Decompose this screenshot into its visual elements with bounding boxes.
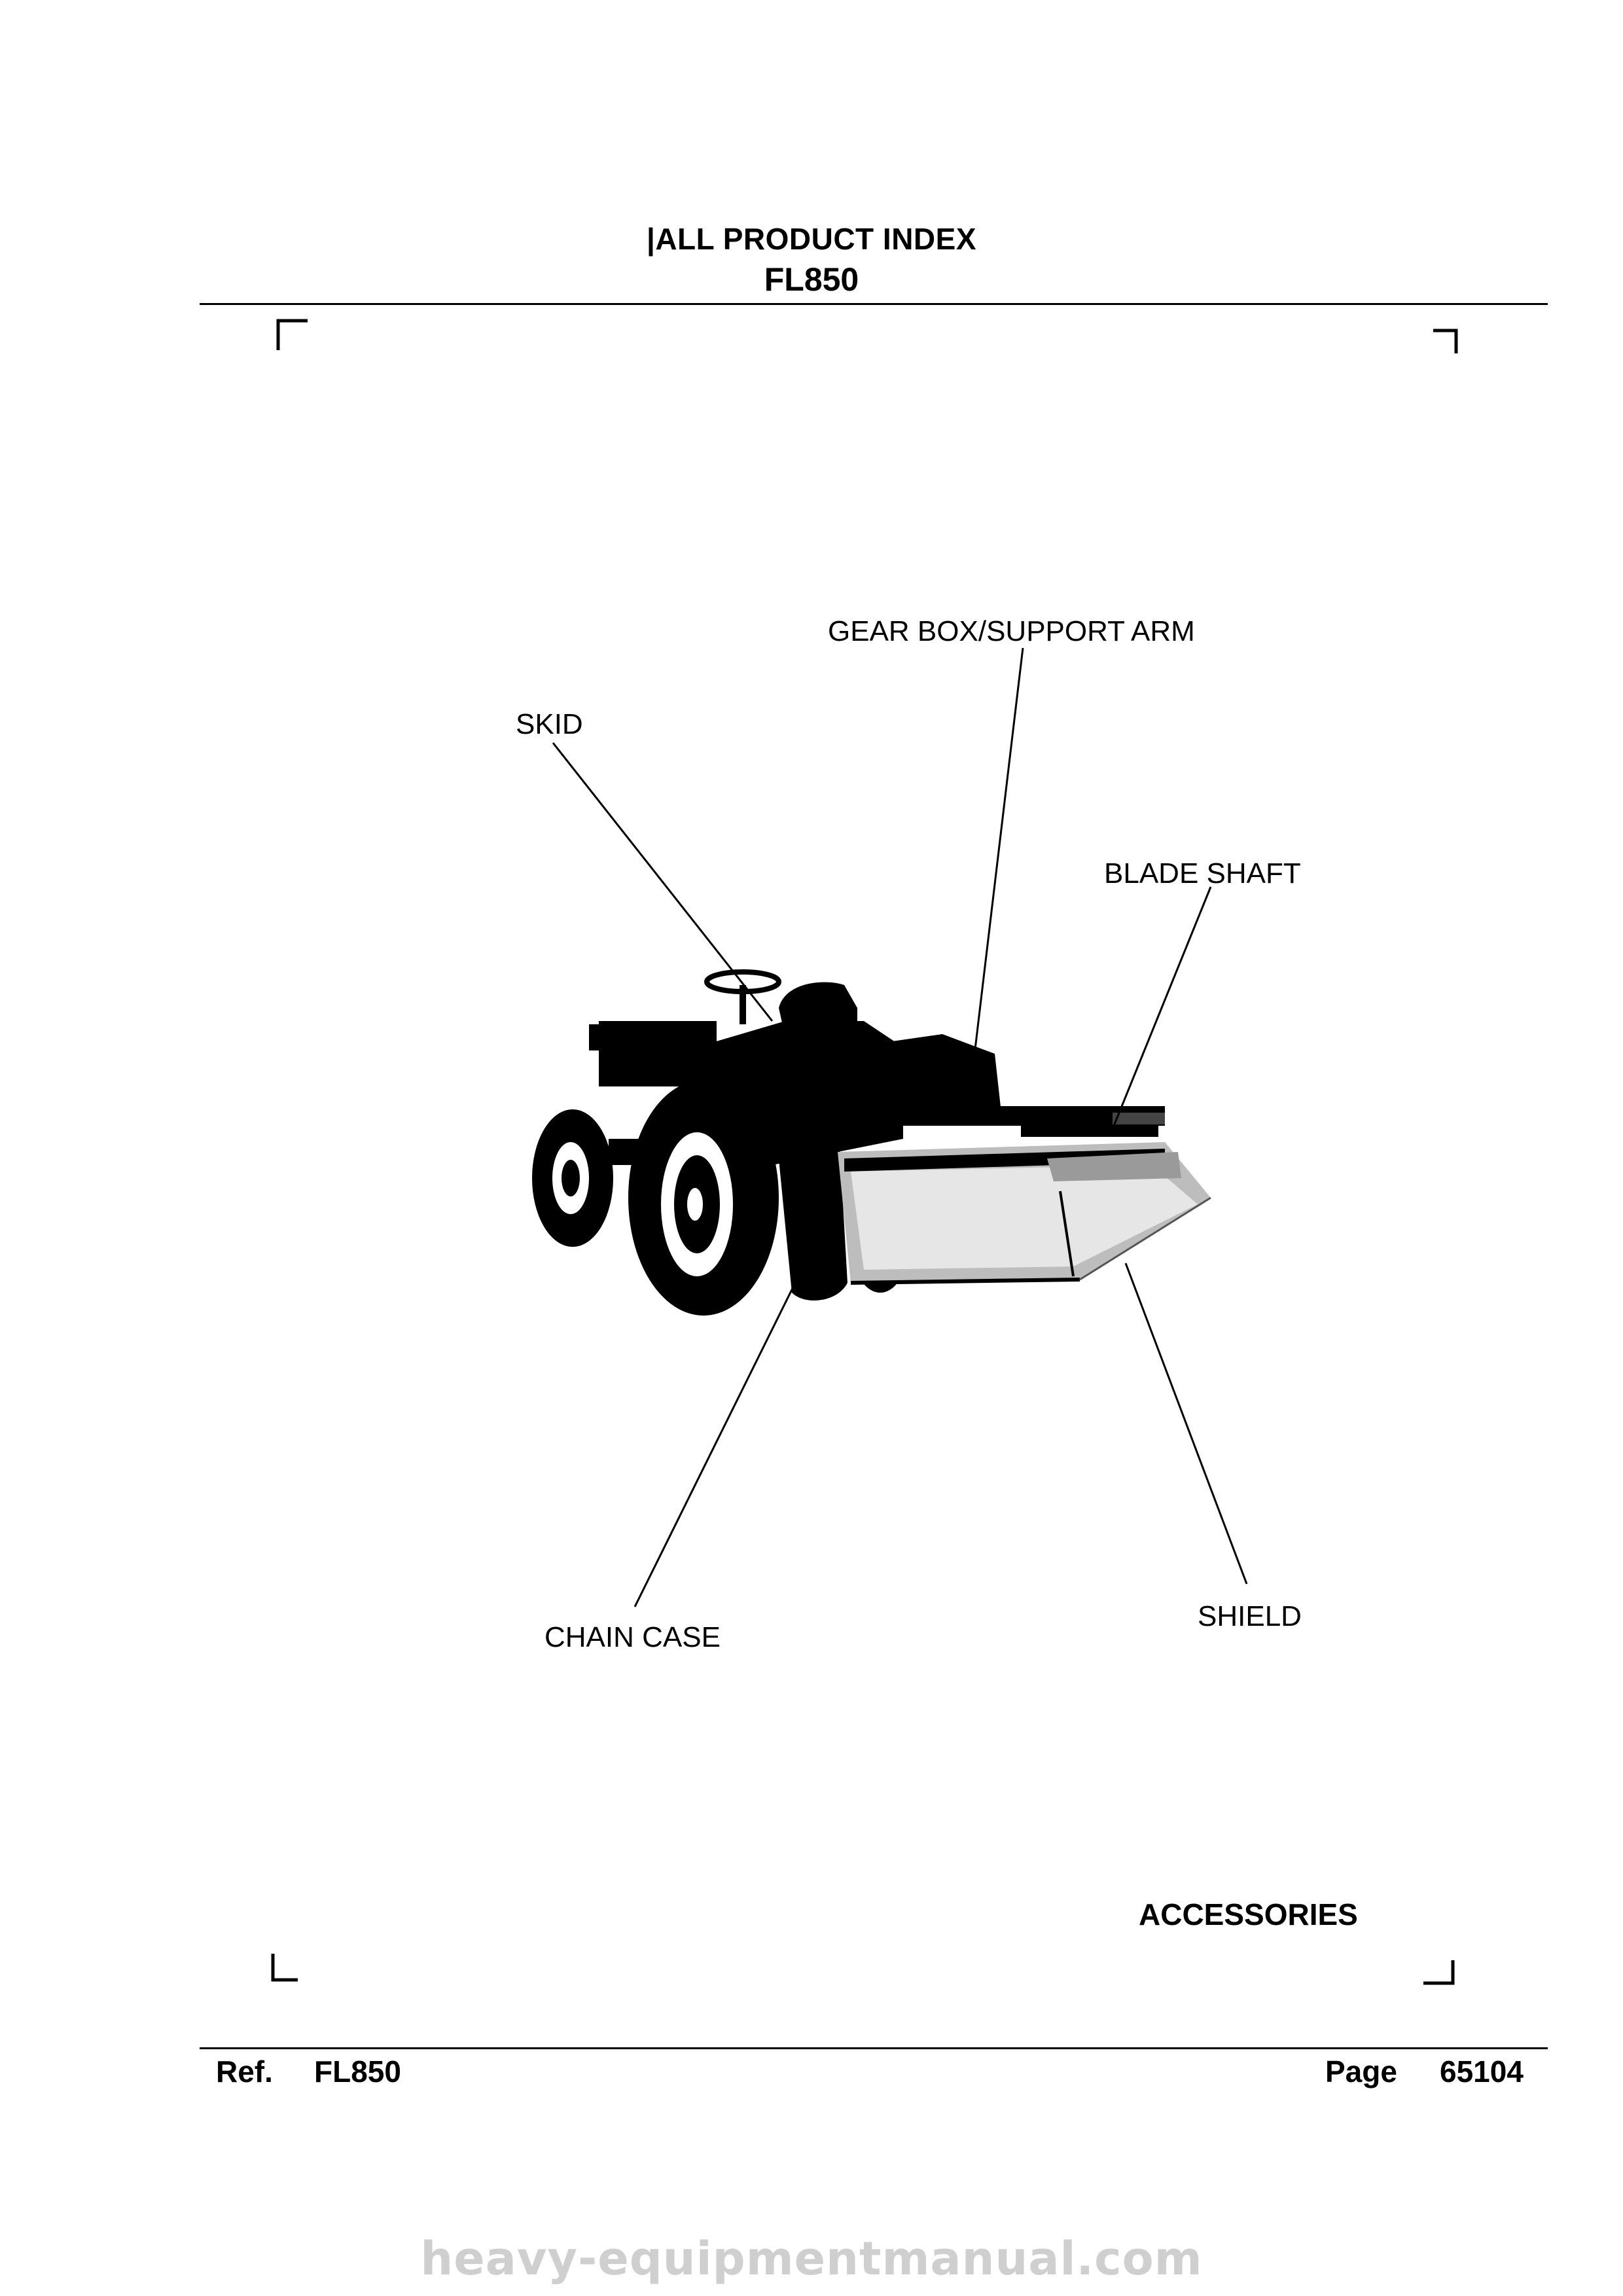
model-title: FL850 — [764, 261, 859, 298]
leader-lines — [552, 647, 1248, 1607]
tractor-body — [532, 969, 1165, 1316]
crop-mark-top-left — [276, 319, 308, 350]
gear-box — [851, 1034, 1001, 1126]
leader-chain-case — [633, 1269, 803, 1607]
leader-blade-shaft — [1111, 886, 1212, 1130]
label-skid: SKID — [516, 708, 583, 740]
page-number: 65104 — [1440, 2054, 1524, 2089]
chain-case — [776, 1071, 847, 1300]
tractor-seat — [779, 982, 857, 1037]
label-gear-box-support-arm: GEAR BOX/SUPPORT ARM — [828, 615, 1195, 647]
label-blade-shaft: BLADE SHAFT — [1104, 857, 1301, 889]
crop-marks — [271, 319, 1458, 1985]
label-shield: SHIELD — [1198, 1600, 1302, 1632]
crop-mark-bottom-right — [1423, 1960, 1455, 1985]
footer-rule — [200, 2047, 1548, 2049]
crop-mark-bottom-left — [271, 1954, 298, 1982]
index-title: |ALL PRODUCT INDEX — [646, 222, 977, 256]
leader-skid — [552, 742, 774, 1022]
page-label: Page — [1325, 2054, 1397, 2089]
tiller-shield — [838, 1142, 1211, 1285]
label-chain-case: CHAIN CASE — [544, 1621, 721, 1653]
header-rule — [200, 303, 1548, 305]
blade-shaft — [1021, 1113, 1165, 1137]
leader-gearbox — [971, 647, 1024, 1077]
section-name: ACCESSORIES — [1139, 1897, 1358, 1931]
crop-mark-top-right — [1433, 329, 1458, 353]
leader-shield — [1124, 1263, 1248, 1585]
ref-label: Ref. — [216, 2054, 273, 2089]
ref-value: FL850 — [314, 2054, 401, 2089]
watermark-text: heavy-equipmentmanual.com — [420, 2232, 1203, 2286]
